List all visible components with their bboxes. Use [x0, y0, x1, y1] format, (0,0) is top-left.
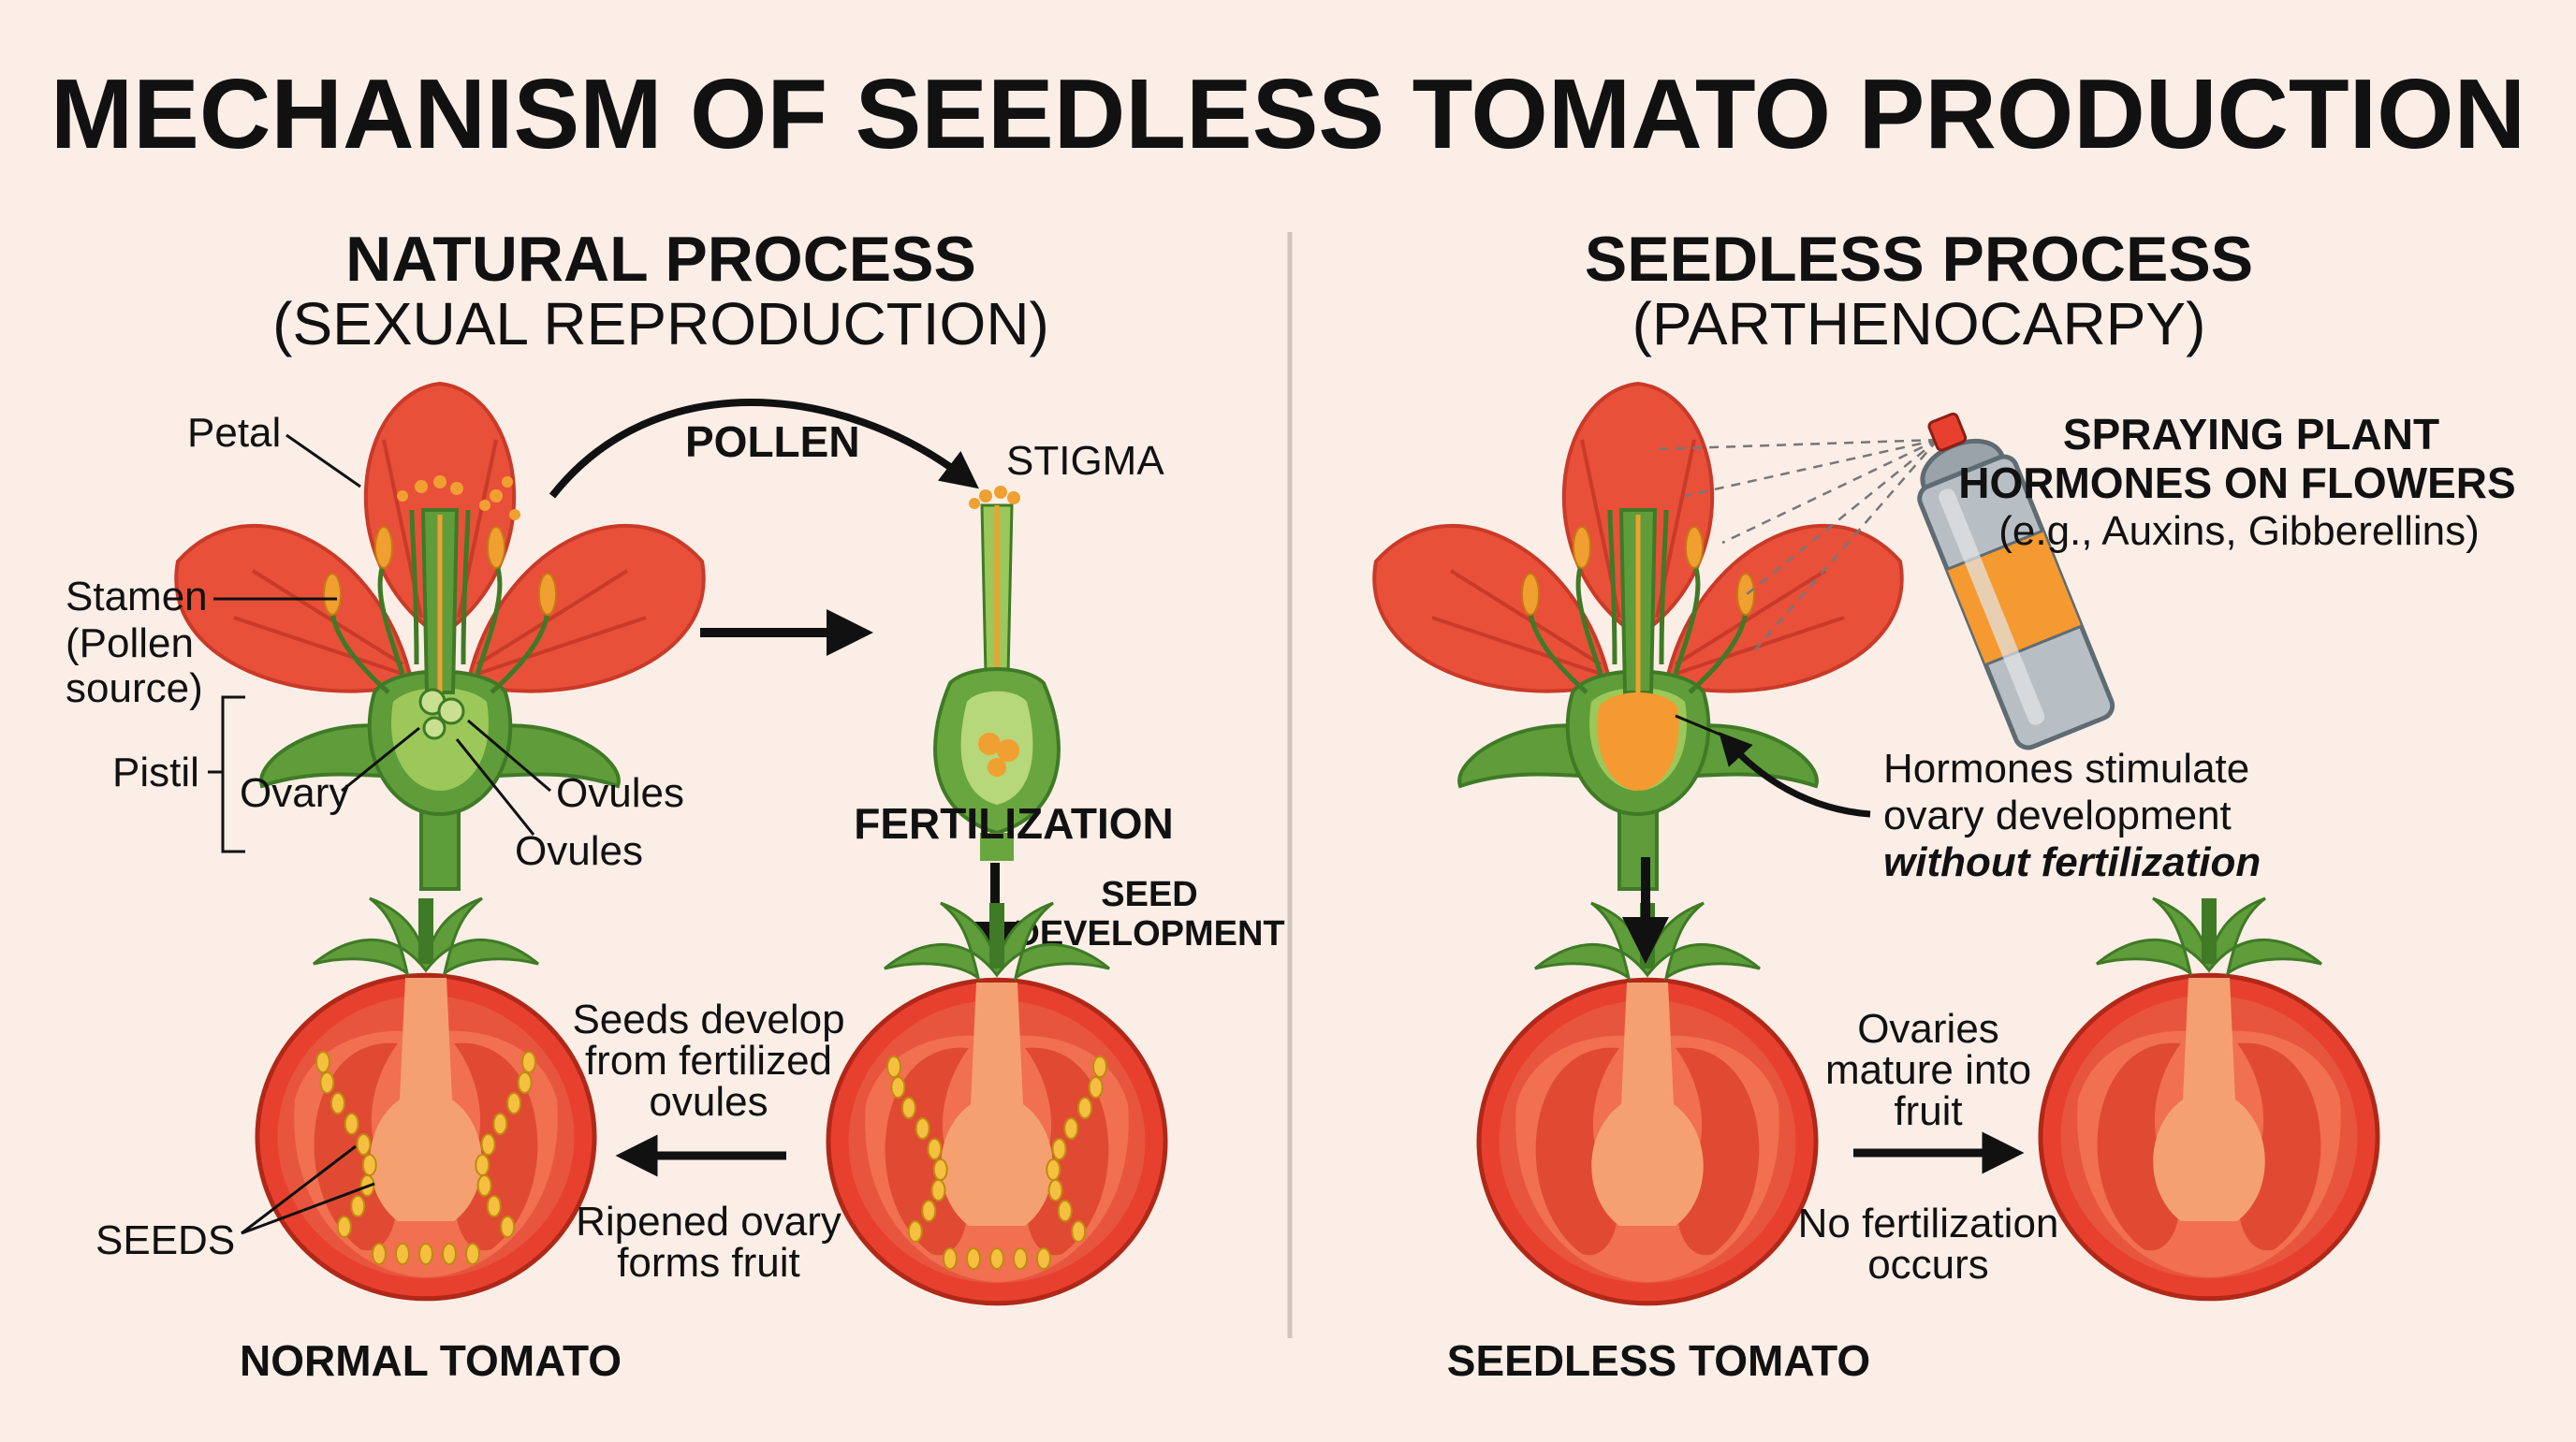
no-fertilization-line1: No fertilization — [1798, 1201, 2059, 1246]
stamen-label-line1: Stamen — [66, 574, 208, 619]
seedless-process-heading: SEEDLESS PROCESS — [1585, 224, 2253, 295]
ovaries-mature-line1: Ovaries — [1857, 1006, 1999, 1052]
stamen-label-line2: (Pollen — [66, 620, 194, 666]
seeds-develop-line2: from fertilized — [585, 1038, 832, 1084]
natural-process-subheading: (SEXUAL REPRODUCTION) — [272, 290, 1049, 357]
fertilized-pistil-illustration — [933, 486, 1061, 861]
page-title: MECHANISM OF SEEDLESS TOMATO PRODUCTION — [51, 59, 2525, 169]
seeds-label: SEEDS — [95, 1217, 235, 1263]
spraying-hormones-line1: SPRAYING PLANT — [2063, 410, 2439, 459]
seeds-develop-line1: Seeds develop — [572, 997, 844, 1042]
seed-development-label-1: SEED — [1101, 875, 1197, 914]
spraying-hormones-line2: HORMONES ON FLOWERS — [1958, 459, 2515, 507]
pollen-transfer-arrow — [549, 399, 979, 499]
seedless-process-subheading: (PARTHENOCARPY) — [1632, 290, 2206, 357]
ripened-ovary-line1: Ripened ovary — [576, 1199, 842, 1245]
fertilization-label: FERTILIZATION — [854, 799, 1174, 848]
stigma-label: STIGMA — [1006, 438, 1164, 484]
natural-process-heading: NATURAL PROCESS — [345, 224, 976, 295]
ovules-label-1: Ovules — [556, 770, 684, 816]
petal-label: Petal — [187, 410, 281, 456]
seedless-tomato-developing — [1476, 901, 1819, 1306]
stamen-label-line3: source) — [66, 665, 203, 711]
spray-mist-lines — [1656, 438, 1939, 656]
ovaries-mature-line3: fruit — [1894, 1088, 1962, 1134]
ovules-label-2: Ovules — [515, 828, 643, 874]
normal-tomato-label: NORMAL TOMATO — [240, 1336, 622, 1385]
without-fertilization-text: without fertilization — [1883, 839, 2261, 885]
hormone-examples: (e.g., Auxins, Gibberellins) — [1998, 508, 2480, 554]
normal-tomato — [255, 896, 597, 1302]
ovaries-mature-line2: mature into — [1825, 1047, 2031, 1093]
hormones-stimulate-line2: ovary development — [1883, 793, 2232, 838]
no-fertilization-line2: occurs — [1867, 1242, 1989, 1288]
pistil-label: Pistil — [112, 750, 199, 795]
developing-tomato — [826, 901, 1168, 1306]
pollen-label: POLLEN — [685, 417, 860, 466]
hormone-treated-flower-illustration — [1374, 384, 1901, 889]
ovary-label: Ovary — [240, 770, 349, 816]
natural-flower-illustration — [176, 384, 703, 889]
hormone-effect-arrow — [1719, 732, 1871, 818]
hormones-stimulate-line1: Hormones stimulate — [1883, 746, 2249, 792]
hormone-spray-can — [1917, 412, 2115, 750]
seedless-tomato-label: SEEDLESS TOMATO — [1447, 1336, 1870, 1385]
ripened-ovary-line2: forms fruit — [617, 1240, 800, 1286]
seedless-tomato — [2038, 896, 2380, 1302]
seeds-develop-line3: ovules — [649, 1079, 768, 1125]
